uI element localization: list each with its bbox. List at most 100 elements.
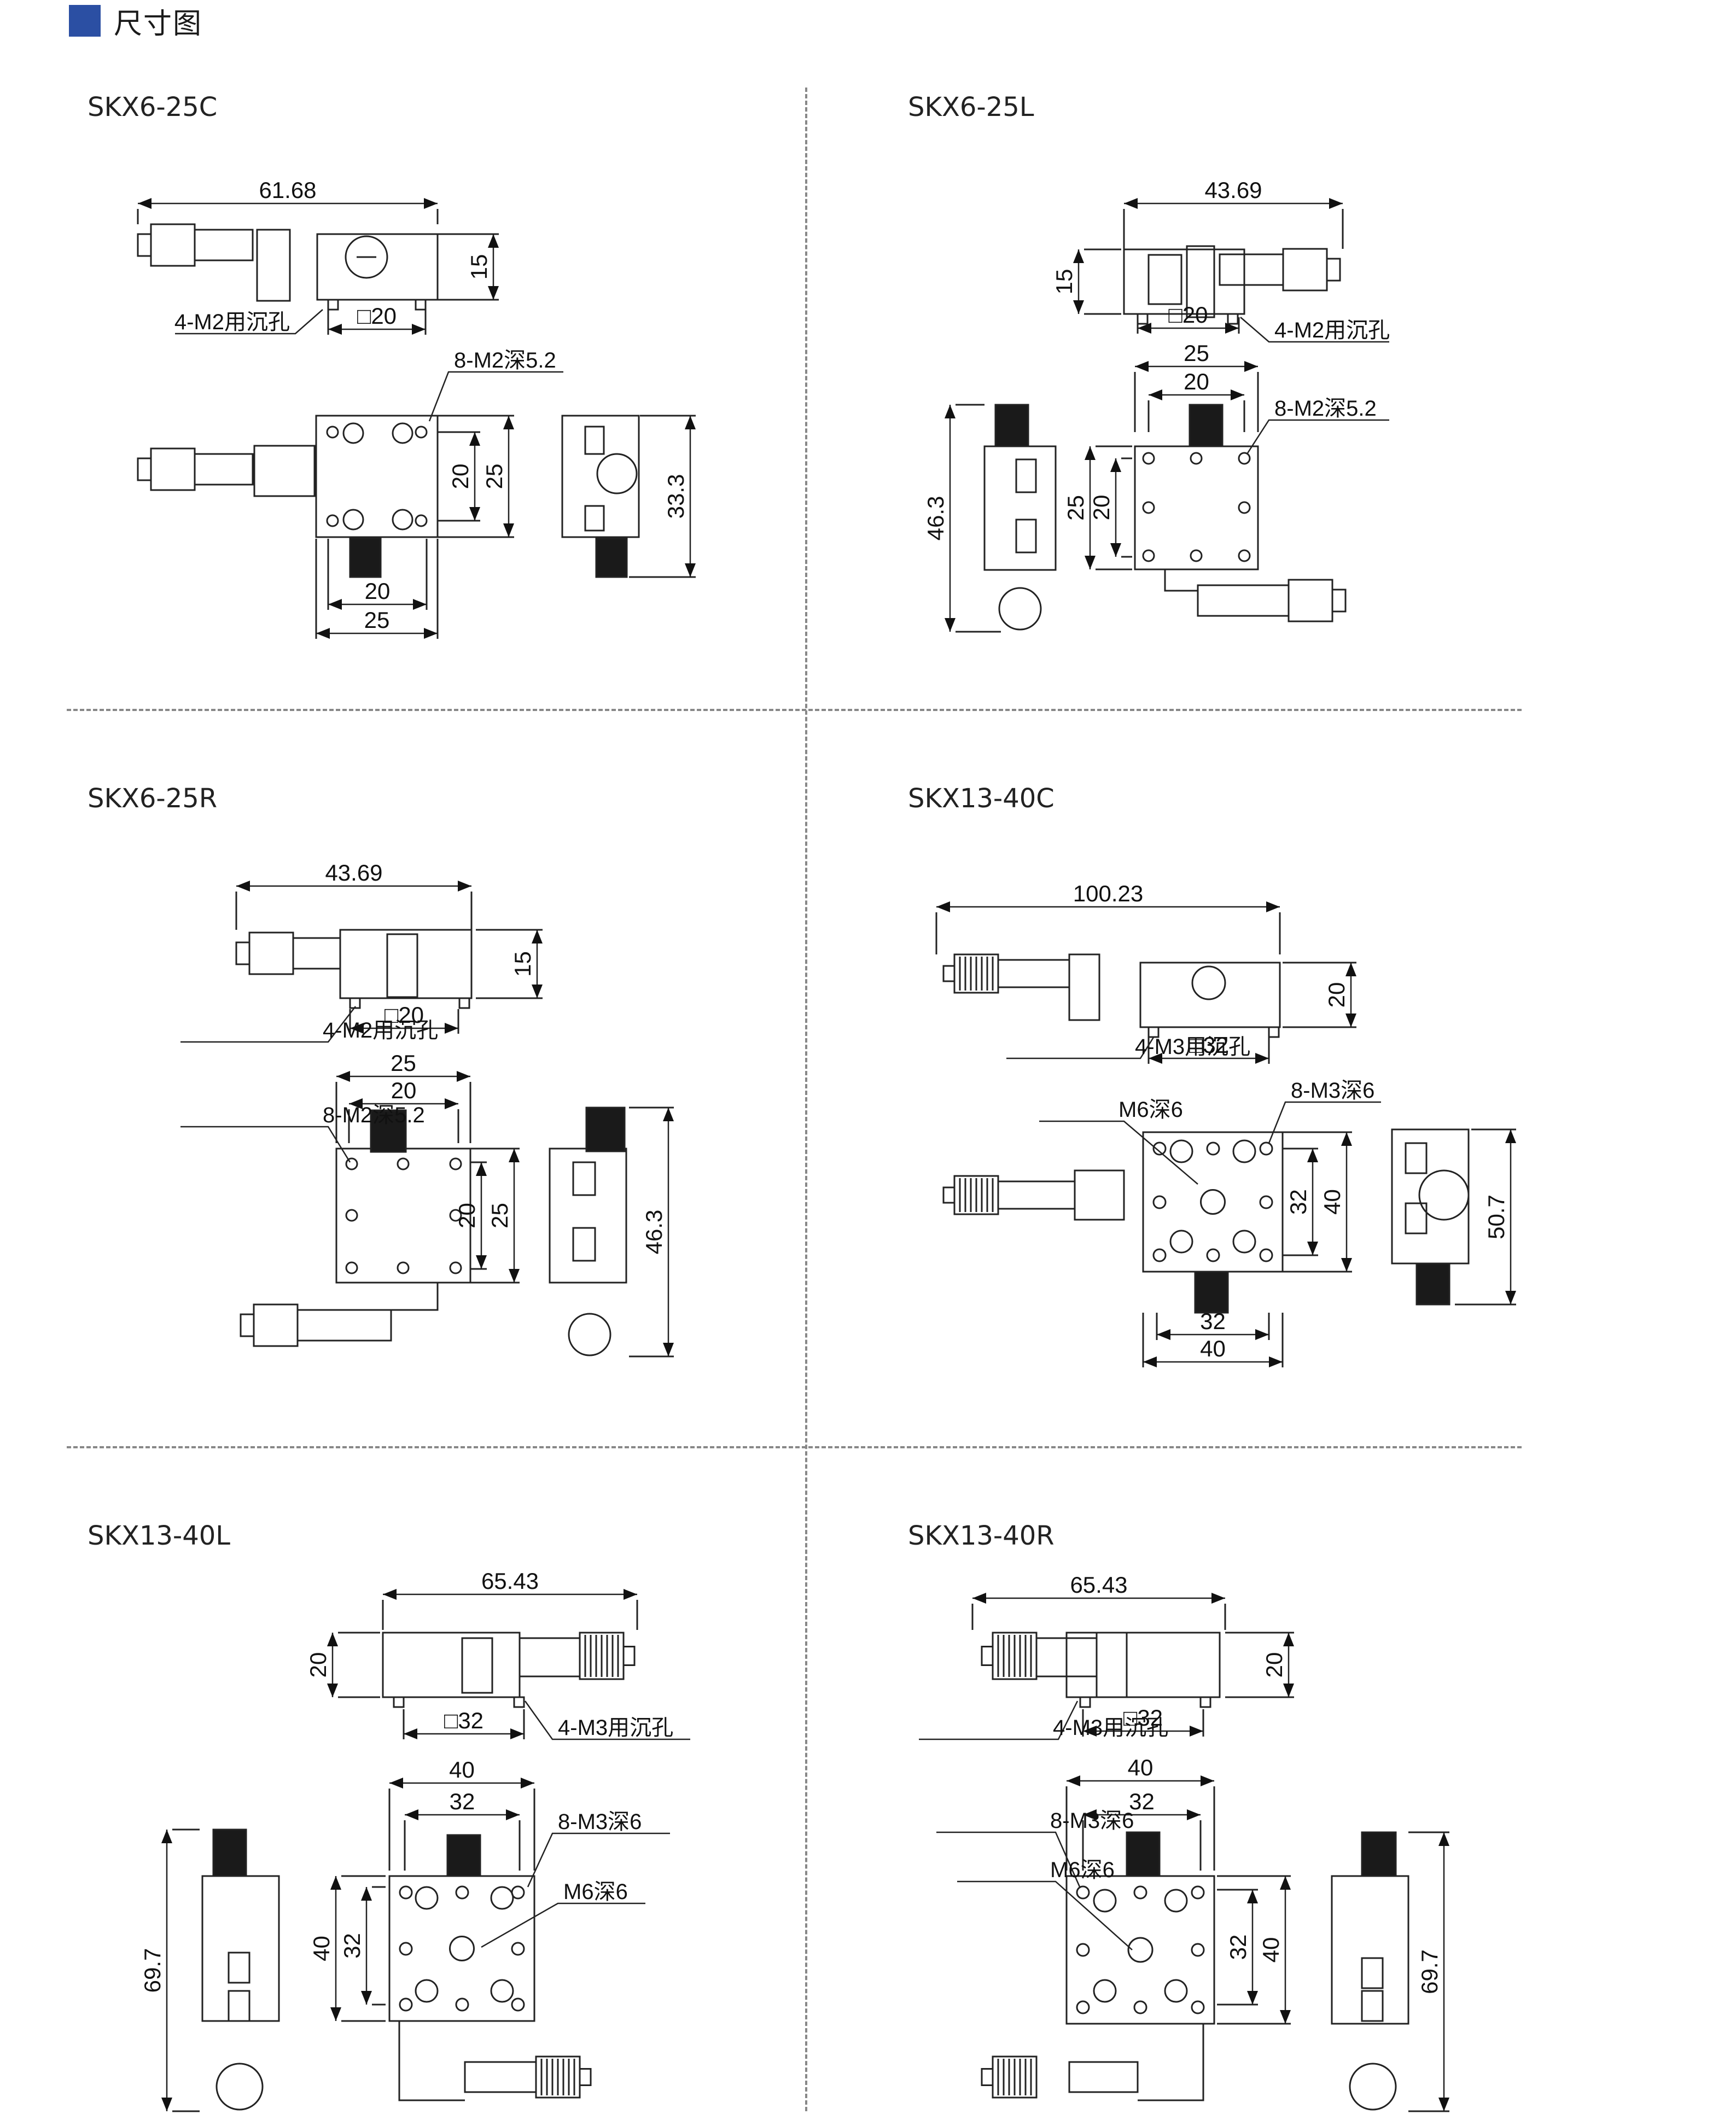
tapped-hole bbox=[455, 1997, 469, 2012]
dim-side-height: 33.3 bbox=[663, 474, 689, 519]
skx6-25r-micrometer-top-barrel bbox=[296, 1309, 392, 1342]
tapped-hole bbox=[399, 1885, 413, 1900]
dim-h-inner: 32 bbox=[1200, 1308, 1226, 1334]
tapped-hole bbox=[511, 1997, 525, 2012]
dim-v-outer: 40 bbox=[1258, 1937, 1284, 1963]
barrel bbox=[997, 1180, 1076, 1210]
tapped-hole bbox=[1142, 549, 1155, 562]
tapped-hole bbox=[1259, 1141, 1273, 1156]
adjust-knob bbox=[370, 1109, 407, 1153]
side-knob bbox=[1415, 1262, 1450, 1306]
bracket bbox=[461, 1637, 493, 1694]
tapped-hole bbox=[1259, 1248, 1273, 1262]
center-hole bbox=[1200, 1189, 1226, 1215]
leader-line bbox=[180, 1126, 351, 1163]
side-knob bbox=[1361, 1831, 1397, 1877]
dim-base: □32 bbox=[1123, 1705, 1163, 1731]
screw-block bbox=[1361, 1990, 1384, 2022]
label-counterbore-holes: 4-M2用沉孔 bbox=[323, 1018, 438, 1042]
dim-side-height: 50.7 bbox=[1483, 1195, 1509, 1239]
tapped-hole bbox=[415, 514, 428, 527]
skx6-25c-micrometer-top-barrel bbox=[194, 453, 254, 486]
screw-block bbox=[572, 1227, 596, 1262]
tapped-hole bbox=[1238, 452, 1251, 465]
barrel bbox=[464, 2061, 537, 2093]
dim-h-inner: 32 bbox=[450, 1789, 475, 1814]
foot bbox=[513, 1696, 525, 1708]
side-knob bbox=[994, 404, 1029, 447]
thimble-cap bbox=[981, 1646, 994, 1666]
side-knob bbox=[212, 1828, 247, 1877]
hole bbox=[392, 422, 413, 444]
dim-overall-length: 61.68 bbox=[259, 177, 316, 203]
leader-line bbox=[1006, 1036, 1155, 1059]
dim-height: 15 bbox=[466, 254, 492, 280]
model-title-skx6-25l: SKX6-25L bbox=[908, 92, 1034, 123]
dim-h-inner: 20 bbox=[365, 578, 391, 604]
side-lock bbox=[215, 2063, 264, 2111]
skx6-25r-micrometer-cap bbox=[235, 941, 251, 965]
tapped-hole bbox=[1076, 2000, 1090, 2014]
model-title-skx13-40r: SKX13-40R bbox=[908, 1521, 1055, 1551]
stage-body bbox=[1123, 248, 1245, 315]
tapped-hole bbox=[1076, 1943, 1090, 1957]
stage-body bbox=[316, 233, 439, 301]
dim-overall-length: 65.43 bbox=[481, 1568, 539, 1594]
tapped-hole bbox=[1206, 1141, 1220, 1156]
tapped-hole bbox=[326, 514, 339, 527]
screw-block bbox=[1015, 458, 1037, 493]
stage-body bbox=[1139, 962, 1281, 1028]
dim-h-outer: 25 bbox=[364, 607, 390, 633]
label-tapped-holes: 8-M3深6 bbox=[1291, 1079, 1374, 1103]
skx6-25r-micrometer-top-cap bbox=[240, 1313, 255, 1337]
label-center-hole: M6深6 bbox=[1119, 1098, 1183, 1122]
tapped-hole bbox=[345, 1209, 358, 1222]
tapped-hole bbox=[397, 1261, 410, 1274]
model-title-skx13-40c: SKX13-40C bbox=[908, 783, 1055, 814]
tapped-hole bbox=[1191, 2000, 1205, 2014]
stage-body bbox=[339, 929, 473, 999]
tapped-hole bbox=[1190, 452, 1203, 465]
skx6-25l-micrometer-thimble bbox=[1282, 248, 1328, 292]
dim-h-inner: 20 bbox=[1184, 369, 1209, 394]
thimble-cap bbox=[942, 965, 956, 982]
thimble-cap bbox=[579, 2068, 592, 2086]
hole bbox=[490, 1886, 514, 1910]
dim-base: □32 bbox=[444, 1708, 483, 1733]
adjust-knob bbox=[1126, 1831, 1161, 1877]
bracket-top bbox=[253, 445, 316, 497]
hole bbox=[1232, 1230, 1256, 1254]
side-lock bbox=[1418, 1169, 1470, 1221]
barrel bbox=[519, 1637, 581, 1677]
dim-v-inner: 20 bbox=[454, 1203, 480, 1228]
screw-block bbox=[1405, 1142, 1428, 1174]
skx6-25l-micrometer-top-cap bbox=[1331, 589, 1347, 613]
bracket bbox=[1096, 1632, 1128, 1698]
screw-block bbox=[1361, 1957, 1384, 1989]
tapped-hole bbox=[1076, 1885, 1090, 1900]
leader-line bbox=[428, 371, 563, 422]
label-counterbore-holes: 4-M2用沉孔 bbox=[1274, 318, 1390, 342]
dim-v-outer: 40 bbox=[308, 1936, 334, 1961]
leader-line bbox=[919, 1700, 1079, 1740]
dim-base: □20 bbox=[357, 303, 397, 329]
slide bbox=[1147, 254, 1182, 305]
dim-side-height: 46.3 bbox=[641, 1210, 667, 1255]
skx6-25l-micrometer-barrel bbox=[1219, 253, 1284, 286]
foot bbox=[1199, 1696, 1211, 1708]
skx6-25c-top-plate bbox=[315, 415, 439, 538]
side-body bbox=[983, 445, 1057, 571]
barrel bbox=[997, 959, 1070, 988]
dim-v-inner: 32 bbox=[339, 1933, 365, 1959]
model-title-skx6-25c: SKX6-25C bbox=[88, 92, 218, 123]
dim-h-outer: 40 bbox=[449, 1757, 475, 1783]
hole bbox=[392, 509, 413, 531]
leader-line bbox=[1240, 317, 1389, 343]
side-knob bbox=[595, 538, 628, 578]
side-body bbox=[561, 415, 640, 538]
lock-knob bbox=[1191, 965, 1226, 1000]
dim-h-inner: 32 bbox=[1129, 1789, 1155, 1814]
tapped-hole bbox=[326, 426, 339, 439]
leader-line bbox=[180, 1006, 356, 1043]
micrometer-arm bbox=[1164, 569, 1198, 592]
